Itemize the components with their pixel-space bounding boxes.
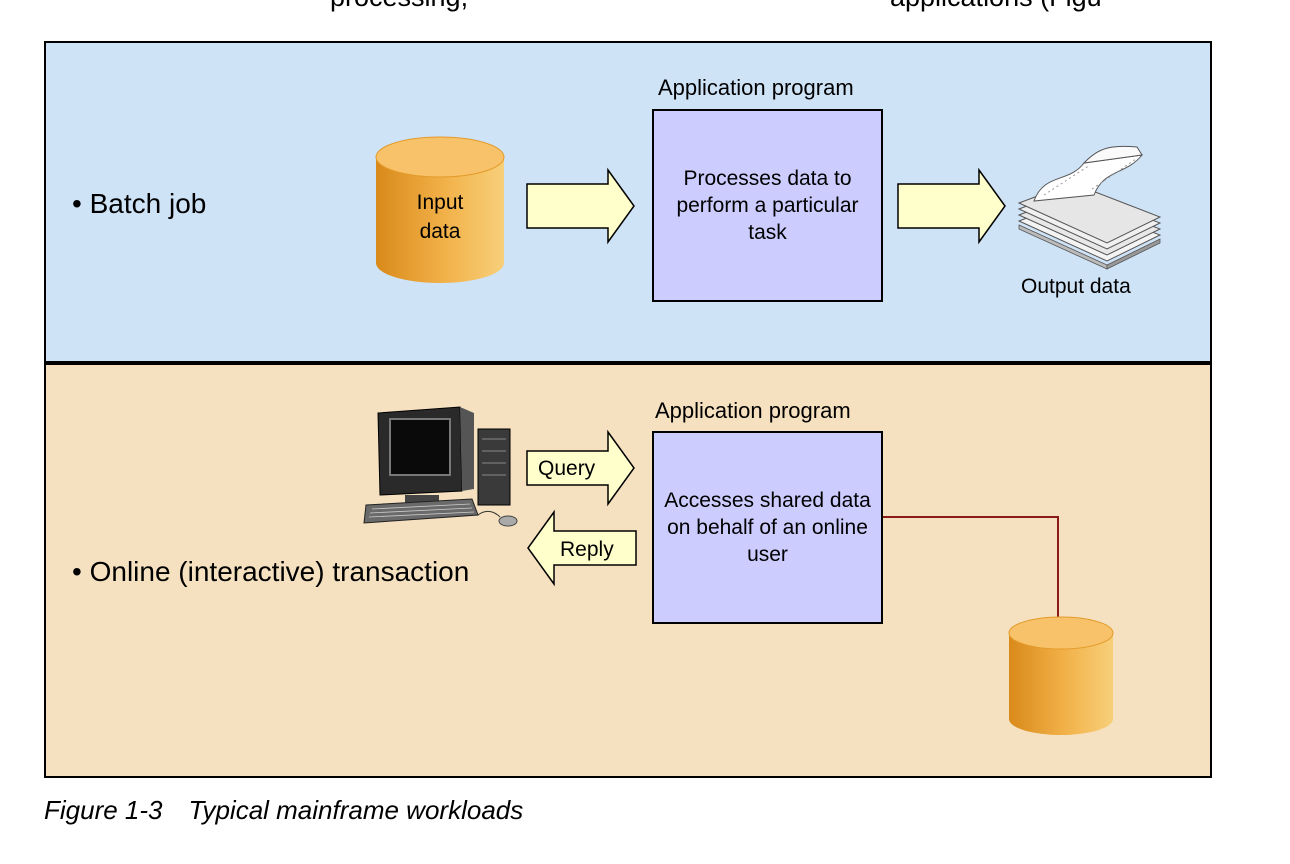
online-transaction-label: Online (interactive) transaction bbox=[89, 556, 470, 587]
batch-job-panel: • Batch job Input data Application progr… bbox=[44, 41, 1212, 363]
online-program-text: Accesses shared data on behalf of an onl… bbox=[664, 489, 871, 566]
cutoff-text-line: processing, applications (Figu bbox=[330, 0, 1102, 13]
input-data-cylinder-icon bbox=[375, 136, 505, 283]
output-paper-stack-icon bbox=[1017, 145, 1162, 270]
batch-job-bullet: • Batch job bbox=[72, 188, 206, 220]
figure-caption: Figure 1-3 Typical mainframe workloads bbox=[44, 795, 523, 826]
reply-label: Reply bbox=[560, 538, 614, 561]
shared-data-cylinder-icon bbox=[1008, 616, 1114, 735]
program-to-output-arrow bbox=[897, 167, 1006, 245]
shared-data-connector bbox=[883, 516, 1059, 620]
online-app-title: Application program bbox=[655, 398, 851, 423]
figure-title: Typical mainframe workloads bbox=[188, 795, 524, 825]
bullet-dot: • bbox=[72, 188, 82, 219]
cutoff-text-right: applications (Figu bbox=[890, 0, 1102, 13]
computer-workstation-icon bbox=[363, 406, 518, 527]
batch-program-box: Processes data to perform a particular t… bbox=[652, 109, 883, 302]
batch-job-label: Batch job bbox=[89, 188, 207, 219]
online-transaction-bullet: • Online (interactive) transaction bbox=[72, 556, 469, 588]
batch-app-title: Application program bbox=[658, 75, 854, 100]
batch-program-text: Processes data to perform a particular t… bbox=[676, 167, 859, 244]
online-program-box: Accesses shared data on behalf of an onl… bbox=[652, 431, 883, 624]
input-data-label: Input data bbox=[374, 188, 506, 246]
online-transaction-panel: • Online (interactive) transaction Query… bbox=[44, 363, 1212, 778]
figure-number: Figure 1-3 bbox=[44, 795, 163, 825]
cutoff-text-left: processing, bbox=[330, 0, 468, 12]
query-arrow bbox=[526, 429, 635, 507]
input-label-line-1: Input bbox=[416, 191, 464, 214]
output-data-label: Output data bbox=[1021, 275, 1131, 298]
reply-arrow bbox=[527, 509, 637, 587]
bullet-dot: • bbox=[72, 556, 82, 587]
input-label-line-2: data bbox=[419, 220, 461, 243]
query-label: Query bbox=[538, 457, 596, 480]
input-to-program-arrow bbox=[526, 167, 635, 245]
